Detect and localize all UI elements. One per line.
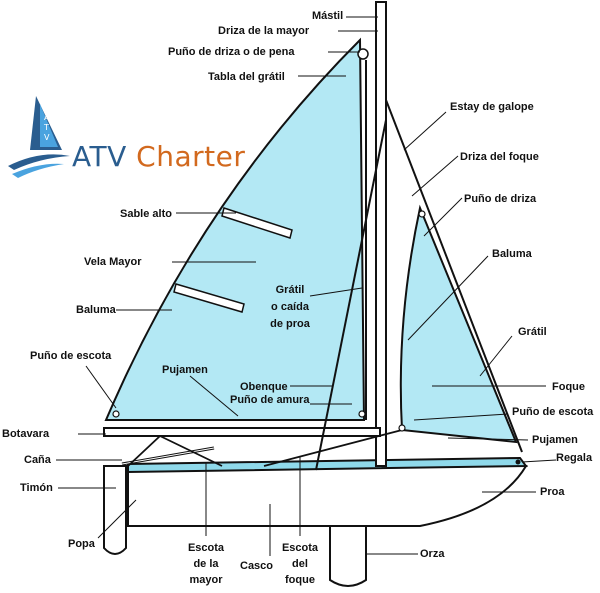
mainsail-head-ring (357, 48, 369, 60)
label-orza: Orza (420, 548, 445, 560)
batten-lower (173, 283, 245, 313)
label-pujamen-mayor: Pujamen (162, 364, 208, 376)
label-baluma-mayor: Baluma (76, 304, 116, 316)
label-botavara: Botavara (2, 428, 50, 440)
label-sable-alto: Sable alto (120, 208, 172, 220)
label-escota-mayor: Escota de la mayor (180, 542, 232, 587)
logo-brand-primary: ATV (72, 140, 127, 173)
label-regala: Regala (556, 452, 593, 464)
label-gratil-caida: Grátil o caída de proa (264, 284, 316, 331)
label-proa: Proa (540, 486, 565, 498)
logo-sail-icon: A T V (8, 96, 70, 178)
label-escota-foque-line2: del (292, 558, 308, 570)
centerboard-shape (329, 521, 367, 587)
label-vela-mayor: Vela Mayor (84, 256, 142, 268)
logo-letter-t: T (43, 123, 49, 132)
label-foque: Foque (552, 381, 585, 393)
label-gratil-caida-line3: de proa (270, 318, 310, 330)
label-baluma-foque: Baluma (492, 248, 532, 260)
label-popa: Popa (68, 538, 95, 550)
shroud-line (315, 119, 387, 471)
label-obenque: Obenque (240, 381, 288, 393)
label-timon: Timón (20, 482, 53, 494)
mainsail-shape (104, 37, 366, 421)
label-escota-foque-line3: foque (285, 574, 315, 586)
label-puno-amura: Puño de amura (230, 394, 310, 406)
label-puno-driza: Puño de driza (464, 193, 537, 205)
label-escota-foque-line1: Escota (281, 542, 319, 554)
logo-letter-a: A (44, 113, 50, 122)
label-driza-foque: Driza del foque (460, 151, 539, 163)
label-cana: Caña (24, 454, 51, 466)
label-gratil-caida-line2: o caída (271, 301, 309, 313)
label-estay-galope: Estay de galope (450, 101, 534, 113)
logo-brand-secondary: Charter (136, 140, 246, 173)
mast-shape (375, 1, 387, 467)
mainsheet-rig (127, 435, 223, 467)
forestay-line (385, 99, 523, 453)
logo-wordmark: ATV Charter (72, 140, 245, 173)
label-escota-mayor-line2: de la (193, 558, 219, 570)
boom-shape (103, 427, 381, 437)
label-casco: Casco (240, 560, 274, 572)
label-gratil-caida-line1: Grátil (275, 284, 305, 296)
label-gratil-foque: Grátil (518, 326, 547, 338)
label-escota-mayor-line3: mayor (189, 574, 223, 586)
label-puno-escota-mayor: Puño de escota (30, 350, 112, 362)
label-mastil: Mástil (312, 10, 344, 22)
gunwale-band (127, 456, 528, 474)
hull-shape (127, 465, 528, 527)
label-puno-escota-foque: Puño de escota (512, 406, 594, 418)
jibsheet-rig (263, 429, 403, 467)
label-escota-foque: Escota del foque (274, 542, 326, 587)
label-driza-mayor: Driza de la mayor (218, 25, 310, 37)
label-escota-mayor-line1: Escota (187, 542, 225, 554)
label-tabla-gratil: Tabla del grátil (208, 71, 285, 83)
logo-letter-v: V (44, 133, 50, 142)
label-puno-driza-pena: Puño de driza o de pena (168, 46, 295, 58)
label-pujamen-foque: Pujamen (532, 434, 578, 446)
